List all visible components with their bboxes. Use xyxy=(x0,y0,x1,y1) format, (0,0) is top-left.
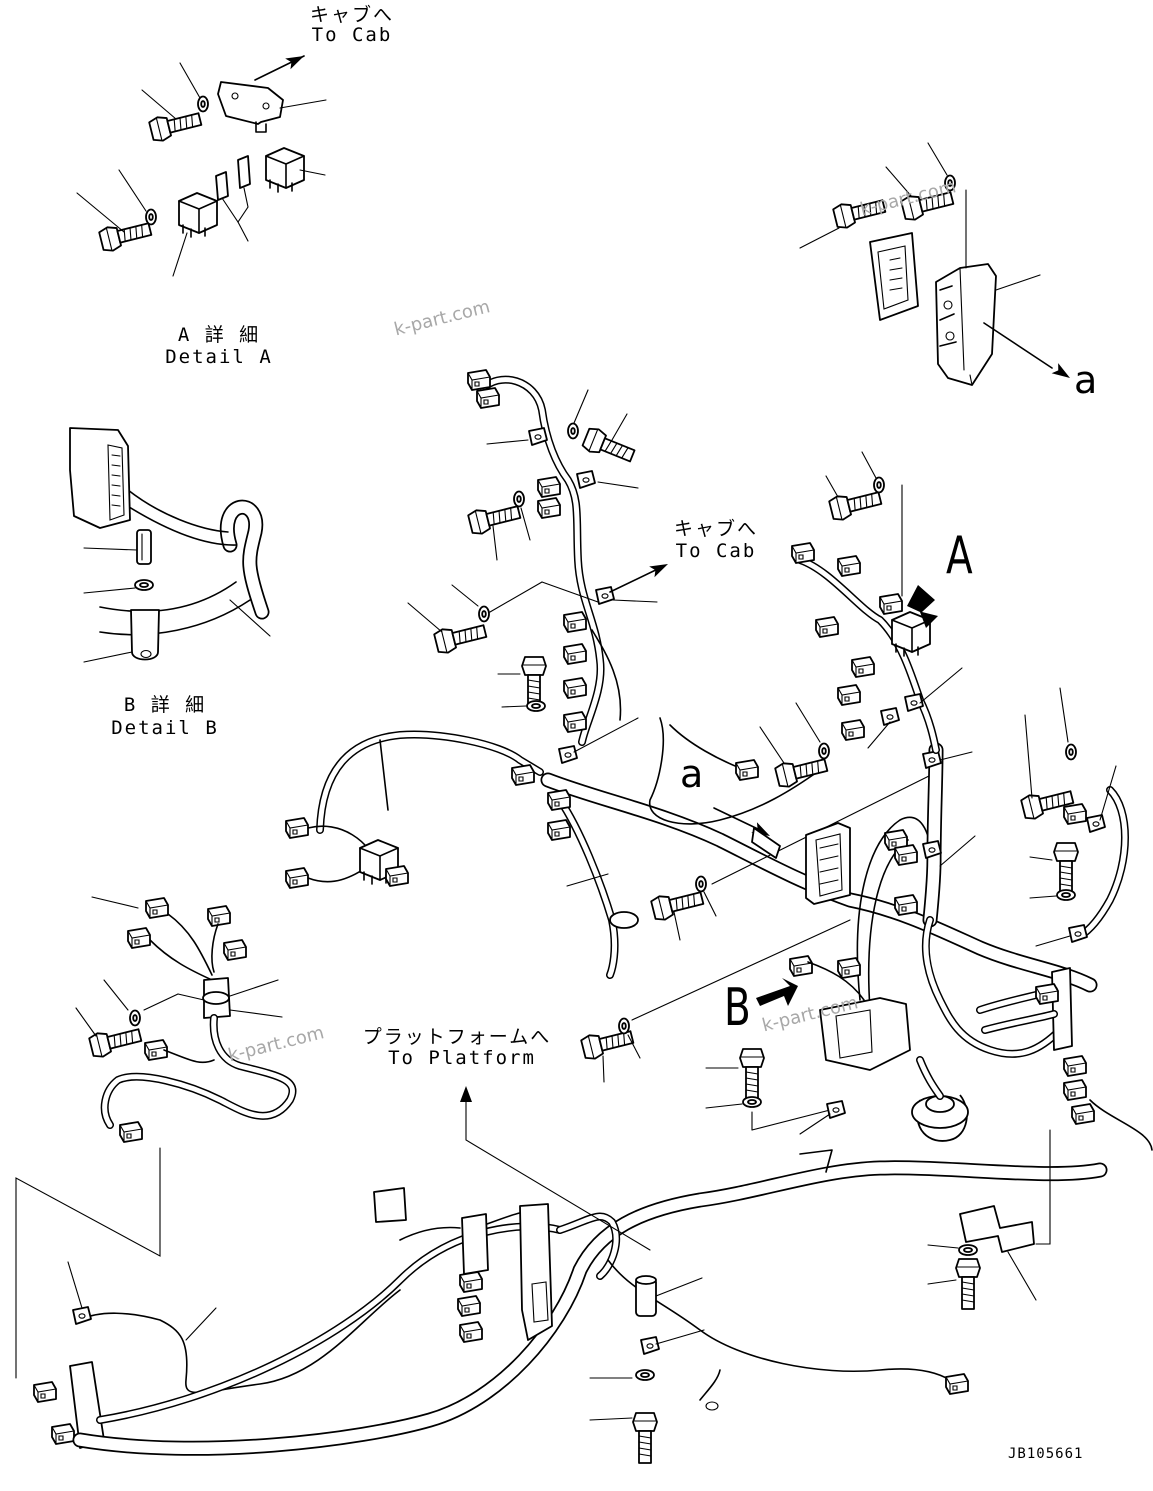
upper-branch-group xyxy=(408,369,671,764)
detail-b-group xyxy=(70,428,270,662)
to-platform-en-label: To Platform xyxy=(388,1047,536,1069)
detail-a-en-label: Detail A xyxy=(165,346,273,368)
view-a-region-group xyxy=(760,452,962,790)
right-branch-group xyxy=(980,688,1152,1150)
to-platform-jp-label: プラットフォームへ xyxy=(362,1026,552,1048)
view-b-label: B xyxy=(724,978,751,1038)
to-cab-top-en-label: To Cab xyxy=(311,24,393,46)
bottom-harness-group xyxy=(80,1086,1100,1464)
view-a-label: A xyxy=(946,526,973,586)
view-b-region-group xyxy=(579,920,968,1141)
detail-a-group xyxy=(77,50,326,276)
to-cab-top-jp-label: キャブへ xyxy=(309,4,395,26)
lower-left-group xyxy=(16,897,400,1448)
ref-a-upper-label: a xyxy=(1074,358,1098,402)
detail-b-en-label: Detail B xyxy=(111,717,219,739)
to-cab-mid-en-label: To Cab xyxy=(675,540,757,562)
drawing-number-label: JB105661 xyxy=(1008,1446,1084,1462)
ref-a-lower-label: a xyxy=(680,752,704,796)
detail-a-jp-label: A 詳 細 xyxy=(177,324,261,346)
main-harness-group xyxy=(285,718,1090,1054)
module-bracket-group xyxy=(800,143,1074,385)
to-cab-mid-jp-label: キャブへ xyxy=(673,518,759,540)
detail-b-jp-label: B 詳 細 xyxy=(123,694,207,716)
